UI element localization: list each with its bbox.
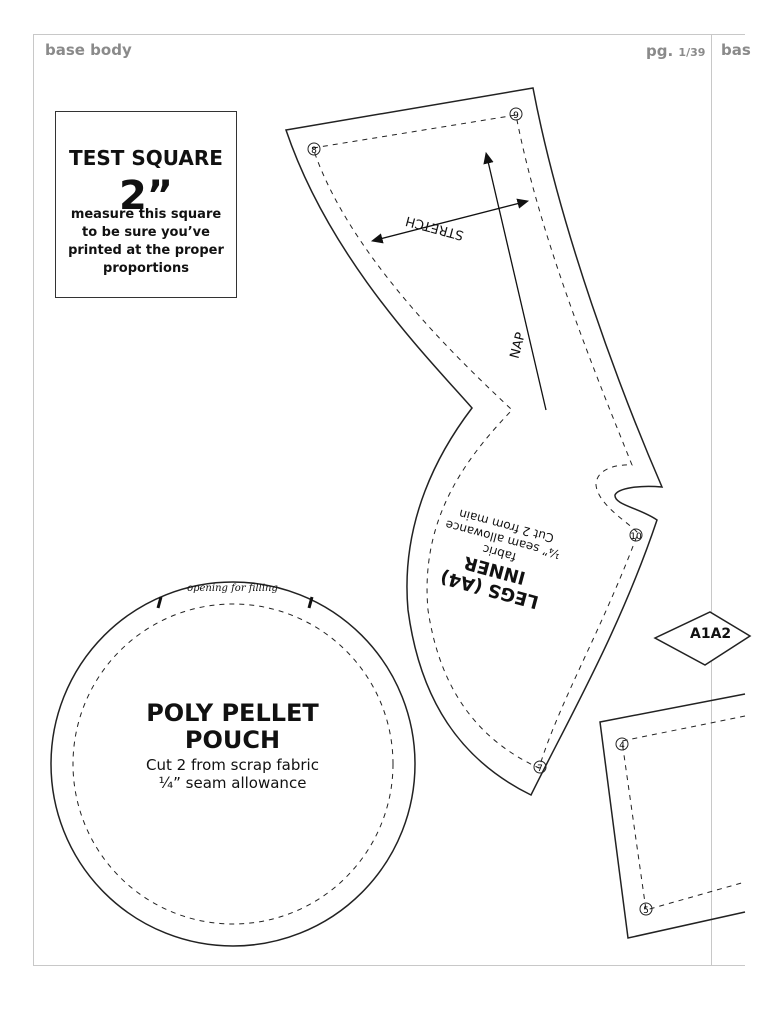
column-divider bbox=[711, 34, 712, 966]
test-square-size: 2” bbox=[118, 173, 174, 219]
section-label: base body bbox=[45, 41, 132, 59]
match-tag: A1A2 bbox=[690, 626, 732, 642]
page-number: pg. 1/39 bbox=[646, 42, 705, 60]
test-square-instructions: measure this square to be sure you’ve pr… bbox=[68, 207, 224, 276]
opening-notch-left bbox=[156, 596, 163, 609]
marker-5 bbox=[639, 902, 653, 916]
pouch-cut: Cut 2 from scrap fabric bbox=[146, 756, 319, 774]
test-square: TEST SQUARE 2” measure this square to be… bbox=[55, 111, 237, 298]
marker-number: 4 bbox=[619, 741, 625, 751]
next-section-label: bas bbox=[721, 41, 751, 59]
marker-number: 8 bbox=[311, 146, 317, 156]
marker-9 bbox=[509, 107, 523, 121]
page-prefix: pg. bbox=[646, 42, 674, 60]
legs-piece-outline bbox=[285, 87, 664, 797]
marker-number: 7 bbox=[537, 764, 543, 774]
right-piece-outline bbox=[599, 693, 746, 939]
nap-arrow bbox=[483, 151, 547, 411]
pouch-seam-line bbox=[72, 603, 394, 925]
pouch-instructions: Cut 2 from scrap fabric ¼” seam allowanc… bbox=[110, 756, 355, 792]
opening-notch-right bbox=[307, 596, 314, 609]
marker-number: 5 bbox=[643, 906, 649, 916]
right-piece-seam bbox=[621, 715, 746, 911]
test-square-title: TEST SQUARE bbox=[69, 146, 223, 170]
marker-number: 10 bbox=[630, 532, 642, 542]
page-count: 1/39 bbox=[678, 46, 706, 59]
marker-number: 9 bbox=[513, 111, 519, 121]
marker-4 bbox=[615, 737, 629, 751]
legs-seam-line bbox=[312, 114, 639, 769]
pouch-outline bbox=[50, 581, 416, 947]
marker-7 bbox=[533, 760, 547, 774]
marker-8 bbox=[307, 142, 321, 156]
pouch-opening-label: opening for filling bbox=[187, 583, 278, 594]
page-frame bbox=[33, 34, 745, 966]
pouch-title: POLY PELLET POUCH bbox=[146, 699, 319, 754]
pouch-seam: ¼” seam allowance bbox=[158, 774, 307, 792]
match-tag-diamond bbox=[653, 611, 752, 666]
marker-10 bbox=[629, 528, 643, 542]
